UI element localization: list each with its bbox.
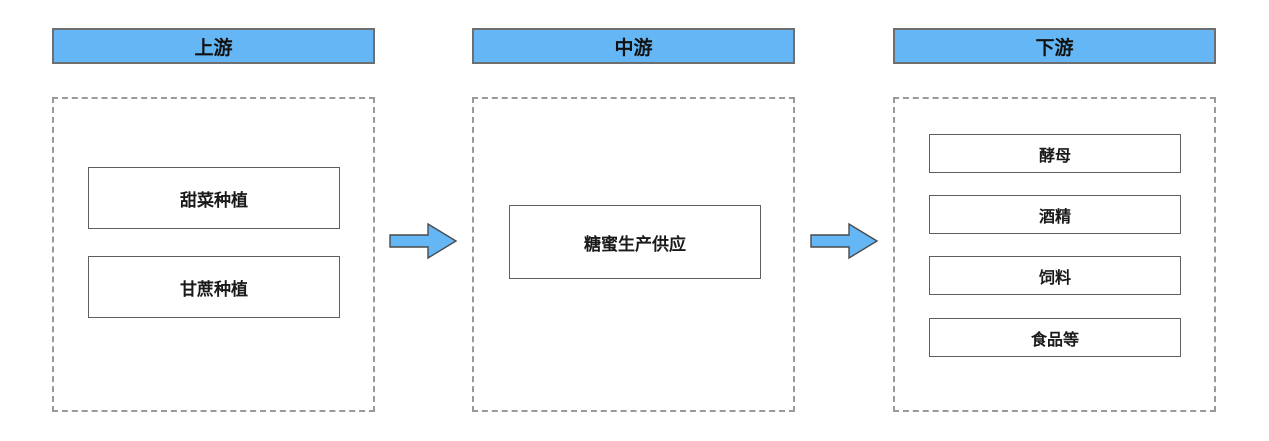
right-arrow-icon xyxy=(810,222,879,260)
node-yeast-label: 酵母 xyxy=(1038,145,1071,165)
node-beet-planting: 甜菜种植 xyxy=(88,167,340,229)
midstream-header: 中游 xyxy=(472,28,795,64)
downstream-header-label: 下游 xyxy=(1035,36,1074,59)
node-feed: 饲料 xyxy=(929,256,1181,295)
upstream-header: 上游 xyxy=(52,28,375,64)
node-sugarcane-planting: 甘蔗种植 xyxy=(88,256,340,318)
node-beet-planting-label: 甜菜种植 xyxy=(180,190,248,211)
midstream-header-label: 中游 xyxy=(614,36,653,59)
node-molasses-supply-label: 糖蜜生产供应 xyxy=(584,234,686,255)
midstream-frame xyxy=(472,97,795,412)
node-sugarcane-planting-label: 甘蔗种植 xyxy=(180,279,248,300)
node-feed-label: 饲料 xyxy=(1038,267,1071,287)
node-yeast: 酵母 xyxy=(929,134,1181,173)
node-alcohol: 酒精 xyxy=(929,195,1181,234)
downstream-header: 下游 xyxy=(893,28,1216,64)
right-arrow-icon xyxy=(389,222,458,260)
node-food-etc: 食品等 xyxy=(929,318,1181,357)
node-alcohol-label: 酒精 xyxy=(1038,206,1071,226)
node-molasses-supply: 糖蜜生产供应 xyxy=(509,205,761,279)
upstream-frame xyxy=(52,97,375,412)
upstream-header-label: 上游 xyxy=(194,36,233,59)
downstream-frame xyxy=(893,97,1216,412)
node-food-etc-label: 食品等 xyxy=(1030,329,1079,349)
